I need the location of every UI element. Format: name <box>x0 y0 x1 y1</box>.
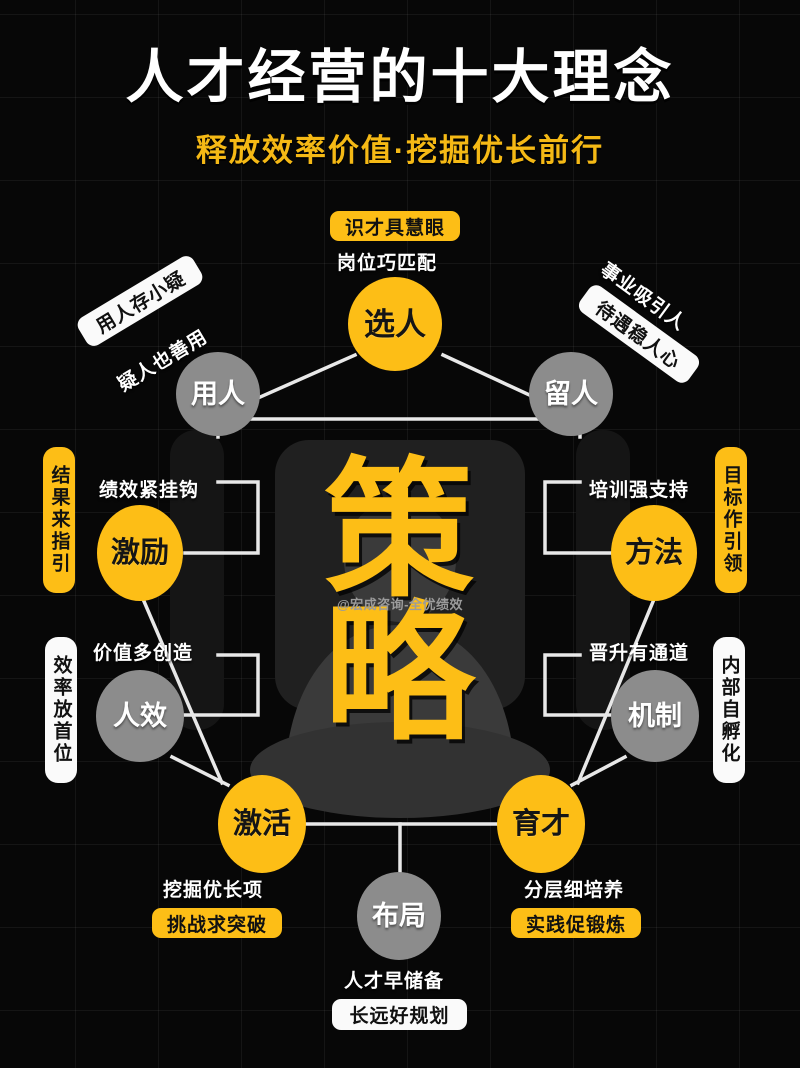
node-jizhi[interactable]: 机制 <box>611 670 699 762</box>
caption-buju: 人才早储备 <box>344 971 445 992</box>
pill-jihuo: 挑战求突破 <box>152 908 282 938</box>
pill-buju: 长远好规划 <box>332 999 467 1030</box>
caption-xuanren: 岗位巧匹配 <box>337 253 438 274</box>
caption-jihuo: 挖掘优长项 <box>163 880 264 901</box>
caption-jizhi: 晋升有通道 <box>589 643 690 664</box>
node-yongren[interactable]: 用人 <box>176 352 260 436</box>
node-jihuo[interactable]: 激活 <box>218 775 306 873</box>
pill-yucai: 实践促锻炼 <box>511 908 641 938</box>
caption-fangfa: 培训强支持 <box>589 480 690 501</box>
pill-renxiao: 效率放首位 <box>45 637 77 783</box>
node-buju[interactable]: 布局 <box>357 872 441 960</box>
caption-renxiao: 价值多创造 <box>93 643 194 664</box>
pill-fangfa: 目标作引领 <box>715 447 747 593</box>
pill-jili: 结果来指引 <box>43 447 75 593</box>
caption-yucai: 分层细培养 <box>524 880 625 901</box>
page-title: 人才经营的十大理念 <box>125 45 675 110</box>
watermark-text: @宏成咨询-全优绩效 <box>336 597 463 612</box>
node-fangfa[interactable]: 方法 <box>611 505 697 601</box>
pill-xuanren: 识才具慧眼 <box>330 211 460 241</box>
page-subtitle: 释放效率价值·挖掘优长前行 <box>195 132 605 168</box>
node-liuren[interactable]: 留人 <box>529 352 613 436</box>
node-xuanren[interactable]: 选人 <box>348 277 442 371</box>
caption-jili: 绩效紧挂钩 <box>99 480 200 501</box>
node-renxiao[interactable]: 人效 <box>96 670 184 762</box>
pill-jizhi: 内部自孵化 <box>713 637 745 783</box>
node-jili[interactable]: 激励 <box>97 505 183 601</box>
node-yucai[interactable]: 育才 <box>497 775 585 873</box>
header-block: 人才经营的十大理念 释放效率价值·挖掘优长前行 <box>0 45 800 170</box>
